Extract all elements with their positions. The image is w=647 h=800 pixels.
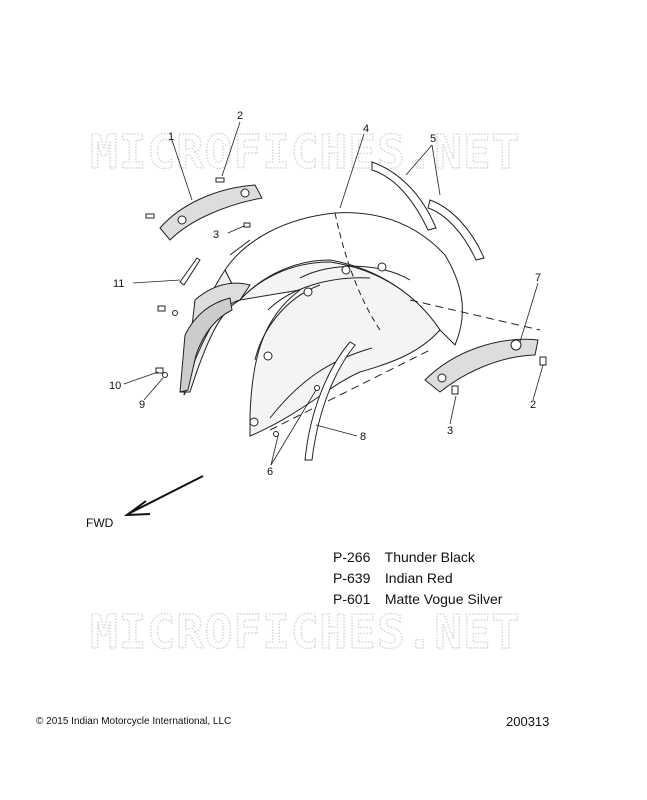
fasteners (145, 177, 547, 437)
callout-10: 10 (109, 380, 121, 392)
callout-8: 8 (360, 431, 366, 443)
paint-code: P-601 (333, 591, 371, 607)
paint-row: P-601 Matte Vogue Silver (333, 589, 502, 610)
callout-5: 5 (430, 133, 436, 145)
leader-lines (123, 121, 544, 466)
callout-7: 7 (535, 272, 541, 284)
part-1-left-rail (159, 184, 263, 241)
part-7-right-rail (424, 338, 539, 393)
rear-fender (179, 212, 541, 437)
callout-2-right: 2 (530, 399, 536, 411)
part-11-reflector (179, 257, 201, 286)
part-5-trim-strips (371, 161, 485, 261)
watermark-top: MICROFICHES.NET (90, 125, 520, 179)
paint-row: P-639 Indian Red (333, 568, 502, 589)
callout-3-left: 3 (213, 229, 219, 241)
paint-code: P-266 (333, 549, 371, 565)
part-8-trim-strip (304, 341, 356, 461)
callout-11: 11 (113, 278, 124, 290)
document-number: 200313 (506, 714, 550, 729)
paint-name: Matte Vogue Silver (384, 591, 503, 607)
paint-code-list: P-266 Thunder Black P-639 Indian Red P-6… (333, 547, 502, 610)
paint-name: Thunder Black (384, 549, 475, 565)
callout-9: 9 (139, 399, 145, 411)
watermark-bottom: MICROFICHES.NET (90, 605, 520, 659)
callout-6: 6 (267, 466, 273, 478)
callout-1: 1 (168, 131, 174, 143)
forward-label: FWD (86, 516, 114, 530)
callout-2-top: 2 (237, 110, 243, 122)
callout-4: 4 (363, 123, 369, 135)
paint-code: P-639 (333, 570, 371, 586)
callout-3-right: 3 (447, 425, 453, 437)
forward-arrow-icon (123, 475, 204, 517)
copyright-notice: © 2015 Indian Motorcycle International, … (36, 716, 232, 727)
paint-row: P-266 Thunder Black (333, 547, 502, 568)
left-side-rail (179, 297, 233, 393)
paint-name: Indian Red (384, 570, 453, 586)
